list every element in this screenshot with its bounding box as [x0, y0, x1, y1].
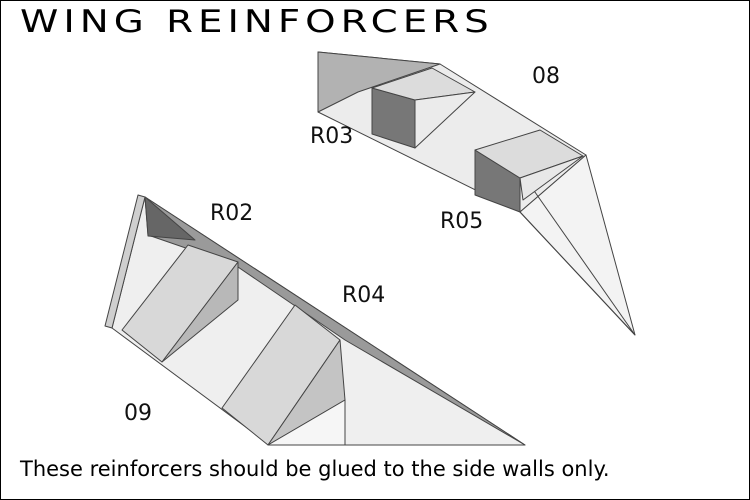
page-title: WING REINFORCERS [20, 4, 494, 40]
instruction-caption: These reinforcers should be glued to the… [20, 457, 610, 481]
upper-wing-end-shade [317, 51, 441, 113]
lower-wing-end-face [144, 196, 196, 241]
lower-wing-part [104, 194, 526, 446]
label-08: 08 [532, 64, 560, 89]
label-r03: R03 [310, 124, 353, 149]
lower-wing-edge-strip [104, 194, 146, 329]
upper-wing-part [317, 51, 636, 336]
reinforcer-r02-slope [161, 261, 239, 363]
reinforcer-r04-end [267, 399, 346, 446]
label-r02: R02 [210, 201, 253, 226]
label-r04: R04 [342, 283, 385, 308]
reinforcer-r05-slope [519, 155, 584, 201]
label-09: 09 [124, 401, 152, 426]
label-r05: R05 [440, 209, 483, 234]
reinforcer-r03-slope [414, 91, 476, 149]
